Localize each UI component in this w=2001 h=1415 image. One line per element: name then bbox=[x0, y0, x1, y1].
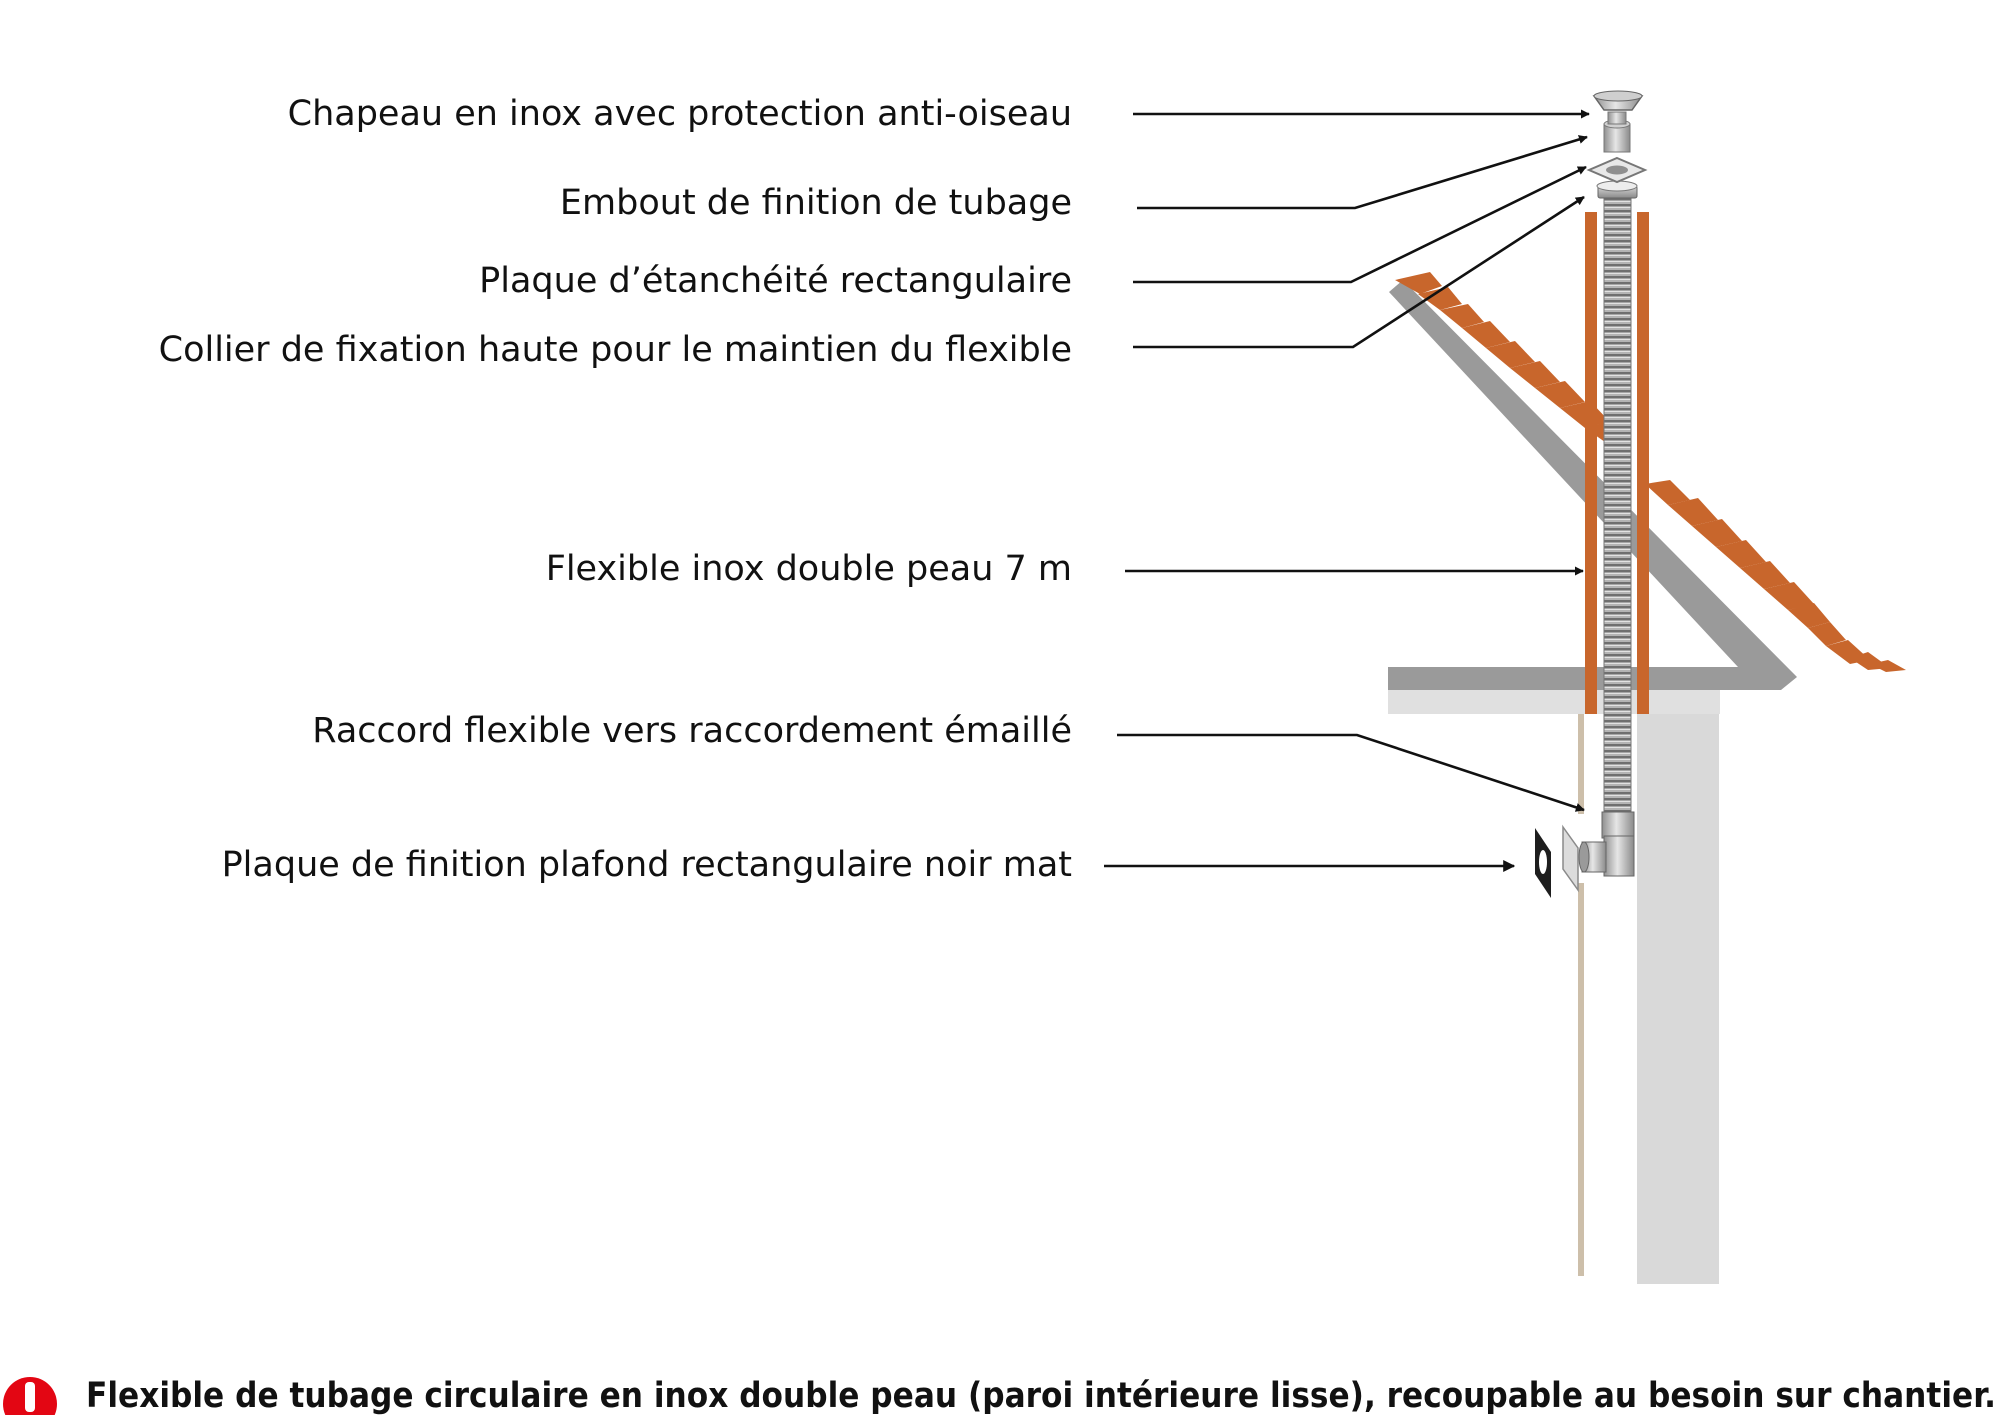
flue-assembly bbox=[1535, 90, 1648, 898]
footer-text: Flexible de tubage circulaire en inox do… bbox=[86, 1376, 1996, 1415]
finishing-end bbox=[1603, 123, 1631, 153]
flexible-pipe bbox=[1603, 195, 1632, 817]
casing-right-board bbox=[1637, 212, 1649, 714]
label-embout: Embout de finition de tubage bbox=[560, 183, 1072, 223]
leader-lines bbox=[1104, 109, 1590, 872]
label-chapeau: Chapeau en inox avec protection anti-ois… bbox=[288, 94, 1072, 134]
wall bbox=[1637, 692, 1719, 1284]
leader-embout bbox=[1137, 135, 1588, 210]
leader-raccord bbox=[1117, 733, 1585, 812]
roof-tiles bbox=[1395, 272, 1906, 672]
leader-plaque-etancheite bbox=[1133, 165, 1587, 284]
tee-branch-opening bbox=[1578, 841, 1590, 873]
casing-left-board bbox=[1585, 212, 1597, 714]
label-plaque-plafond: Plaque de finition plafond rectangulaire… bbox=[222, 845, 1072, 885]
ceiling-line-lower bbox=[1578, 883, 1584, 1276]
chimney-casing bbox=[1585, 212, 1649, 714]
exclamation-icon-bar bbox=[25, 1382, 35, 1412]
leader-collier bbox=[1133, 195, 1585, 349]
finishing-end-neck bbox=[1607, 111, 1627, 125]
flex-connector bbox=[1601, 811, 1635, 839]
ceiling-plate-grey bbox=[1562, 824, 1579, 893]
label-raccord: Raccord flexible vers raccordement émail… bbox=[312, 711, 1072, 751]
label-collier: Collier de fixation haute pour le mainti… bbox=[159, 330, 1072, 370]
label-plaque-etancheite: Plaque d’étanchéité rectangulaire bbox=[479, 261, 1072, 301]
label-flexible: Flexible inox double peau 7 m bbox=[546, 549, 1072, 589]
ceiling-line-upper bbox=[1578, 714, 1584, 814]
ceiling-slab bbox=[1388, 690, 1720, 714]
footer-note: Flexible de tubage circulaire en inox do… bbox=[3, 1376, 1996, 1415]
sealing-plate-hole bbox=[1606, 165, 1628, 175]
cap-top bbox=[1593, 90, 1643, 102]
ceiling-plate-black-hole bbox=[1539, 850, 1547, 874]
labels: Chapeau en inox avec protection anti-ois… bbox=[159, 94, 1072, 885]
tee-body bbox=[1603, 835, 1635, 877]
